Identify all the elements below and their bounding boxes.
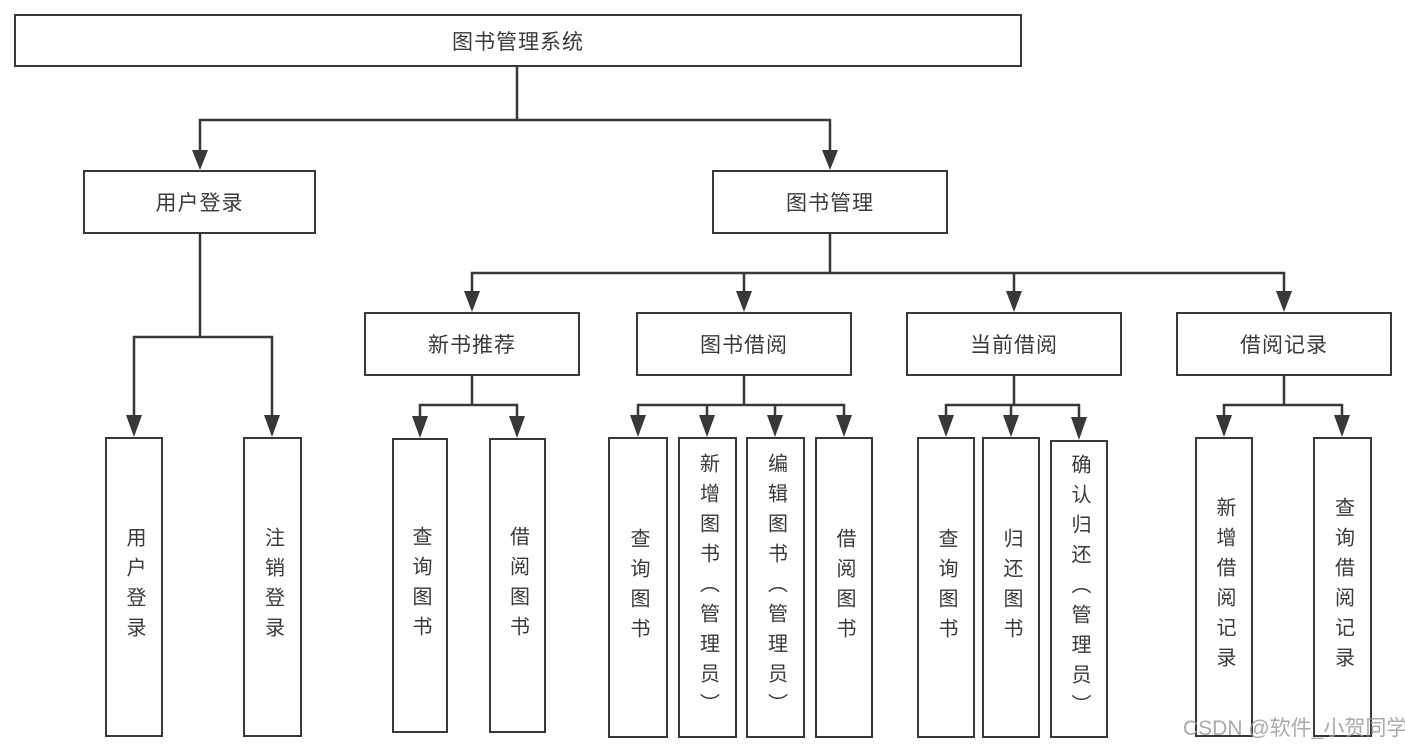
leaf-logout: 注销登录 [243,437,302,737]
leaf-return-books: 归还图书 [982,437,1040,738]
leaf-borrow-query-books-label: 查询图书 [627,527,649,648]
node-new-book-recommend: 新书推荐 [364,312,580,376]
connector-new-book-to-leaves [412,376,525,438]
leaf-borrow-borrow-books: 借阅图书 [815,437,873,738]
node-library-system-label: 图书管理系统 [452,30,584,54]
node-borrow-records-label: 借阅记录 [1240,334,1328,357]
node-book-management-label: 图书管理 [786,192,874,215]
connector-book-management-to-level3 [464,234,1292,312]
leaf-logout-label: 注销登录 [261,527,284,647]
connector-book-borrow-to-leaves [630,376,852,437]
leaf-query-borrow-record: 查询借阅记录 [1313,437,1372,737]
leaf-current-query-books: 查询图书 [917,437,975,738]
leaf-newbook-query-books-label: 查询图书 [409,525,431,646]
node-book-borrow-label: 图书借阅 [700,334,788,357]
csdn-watermark: CSDN @软件_小贺同学 [1183,717,1405,740]
leaf-edit-books-admin-label: 编辑图书（管理员） [764,452,787,723]
node-user-login: 用户登录 [83,170,316,234]
leaf-newbook-query-books: 查询图书 [392,438,448,733]
leaf-newbook-borrow-books-label: 借阅图书 [506,525,529,646]
leaf-return-books-label: 归还图书 [1000,527,1022,648]
leaf-add-borrow-record-label: 新增借阅记录 [1213,497,1235,677]
leaf-borrow-borrow-books-label: 借阅图书 [833,527,855,648]
node-library-system: 图书管理系统 [14,14,1022,67]
leaf-user-login: 用户登录 [105,437,163,737]
leaf-user-login-label: 用户登录 [123,527,145,647]
connector-current-borrow-to-leaves [938,376,1087,440]
node-current-borrow-label: 当前借阅 [970,334,1058,357]
node-borrow-records: 借阅记录 [1176,312,1392,376]
leaf-newbook-borrow-books: 借阅图书 [489,438,546,733]
connector-user-login-to-leaves [126,234,280,437]
leaf-query-borrow-record-label: 查询借阅记录 [1331,497,1354,677]
leaf-current-query-books-label: 查询图书 [935,527,957,648]
node-new-book-recommend-label: 新书推荐 [428,334,516,357]
node-user-login-label: 用户登录 [155,192,244,215]
leaf-add-books-admin-label: 新增图书（管理员） [696,452,719,723]
leaf-add-books-admin: 新增图书（管理员） [678,437,737,738]
node-book-management: 图书管理 [712,170,948,234]
node-current-borrow: 当前借阅 [906,312,1122,376]
leaf-confirm-return-admin: 确认归还（管理员） [1050,440,1108,738]
connector-borrow-records-to-leaves [1216,376,1350,437]
leaf-add-borrow-record: 新增借阅记录 [1195,437,1253,737]
leaf-confirm-return-admin-label: 确认归还（管理员） [1068,454,1090,724]
connector-root-to-level2 [192,67,838,170]
leaf-borrow-query-books: 查询图书 [608,437,668,738]
leaf-edit-books-admin: 编辑图书（管理员） [746,437,805,738]
node-book-borrow: 图书借阅 [636,312,852,376]
